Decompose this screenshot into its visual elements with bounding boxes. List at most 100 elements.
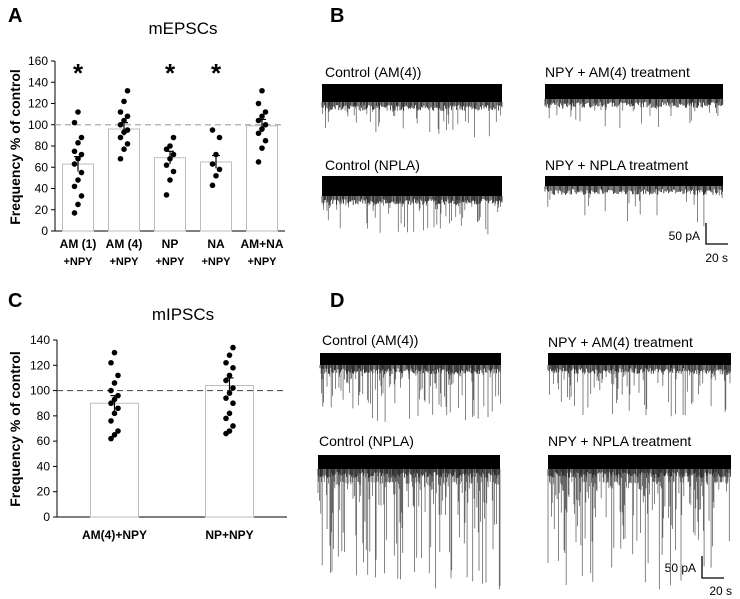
data-point	[262, 109, 269, 115]
y-tick-label: 160	[28, 54, 48, 68]
y-axis-label-mepscs: Frequency % of control	[7, 69, 23, 225]
data-point	[75, 201, 81, 208]
data-point	[71, 183, 78, 190]
data-point	[117, 155, 124, 162]
data-point	[117, 134, 124, 141]
trace-noise-band	[320, 353, 501, 365]
data-point	[255, 130, 262, 137]
bar	[90, 402, 139, 518]
data-point	[213, 172, 219, 179]
data-point	[167, 143, 173, 149]
bar	[205, 385, 254, 518]
data-point	[262, 121, 269, 128]
category-label: AM+NA	[240, 237, 283, 251]
y-tick-label: 100	[28, 118, 48, 132]
category-label-sub: +NPY	[155, 256, 185, 268]
data-point	[167, 177, 173, 183]
data-point	[117, 109, 124, 115]
data-point	[75, 140, 81, 146]
category-label: AM (1)	[60, 237, 97, 251]
category-label-sub: +NPY	[247, 256, 277, 268]
trace-noise-band	[545, 176, 723, 186]
data-point	[259, 113, 265, 120]
scale-bar-d-lines	[701, 556, 724, 579]
data-point	[115, 372, 121, 379]
data-point	[71, 161, 78, 167]
data-point	[78, 193, 85, 199]
scale-bar-b-lines	[705, 223, 728, 245]
category-label: AM (4)	[106, 237, 143, 251]
scale-bar-b: 50 pA 20 s	[669, 223, 728, 265]
trace-noise-band	[322, 176, 502, 196]
trace-label-b-npy-npla: NPY + NPLA treatment	[545, 157, 688, 173]
data-point	[121, 117, 127, 124]
data-point	[124, 127, 131, 133]
data-point	[226, 372, 233, 379]
category-label: NP+NPY	[205, 528, 253, 542]
y-tick-label: 40	[35, 182, 49, 196]
data-point	[230, 344, 236, 351]
scale-bar-d-time: 20 s	[709, 584, 732, 598]
trace-fringe	[547, 469, 731, 478]
data-point	[111, 432, 118, 438]
scale-bar-b-time: 20 s	[705, 251, 728, 265]
data-point	[117, 121, 124, 128]
data-point	[226, 410, 233, 417]
trace-label-d-npy-am4: NPY + AM(4) treatment	[548, 334, 693, 350]
y-tick-label: 20	[35, 203, 49, 217]
data-point	[71, 119, 78, 126]
chart-title-mepscs: mEPSCs	[149, 19, 218, 38]
category-label: NA	[207, 237, 225, 251]
y-tick-label: 80	[37, 409, 51, 423]
data-point	[124, 141, 131, 147]
trace-events	[547, 186, 723, 227]
trace-fringe	[321, 196, 503, 205]
data-point	[108, 400, 114, 407]
data-point	[216, 134, 223, 141]
data-point	[71, 148, 78, 155]
trace-events	[317, 469, 501, 590]
trace-fringe	[547, 365, 731, 374]
category-label-sub: +NPY	[109, 256, 139, 268]
category-label-sub: +NPY	[201, 256, 231, 268]
trace-label-b-control-npla: Control (NPLA)	[325, 157, 420, 173]
scale-bar-d-amp: 50 pA	[665, 561, 696, 575]
data-point	[209, 182, 216, 189]
trace-noise-band	[548, 455, 731, 469]
data-point	[108, 387, 114, 394]
data-point	[170, 151, 177, 158]
data-point	[226, 390, 233, 396]
trace-fringe	[544, 99, 723, 108]
trace-fringe	[321, 102, 503, 111]
data-point	[124, 87, 131, 94]
data-point	[170, 134, 177, 141]
data-point	[108, 359, 114, 366]
data-point	[78, 134, 85, 141]
data-point	[121, 98, 127, 105]
data-point	[226, 428, 233, 434]
y-tick-label: 120	[28, 97, 48, 111]
y-tick-label: 120	[30, 358, 50, 372]
data-point	[230, 385, 236, 391]
data-point	[75, 109, 81, 115]
y-tick-label: 20	[37, 485, 51, 499]
trace-label-b-npy-am4: NPY + AM(4) treatment	[545, 64, 690, 80]
data-point	[78, 151, 85, 158]
data-point	[163, 192, 170, 198]
bar	[154, 157, 186, 232]
trace-label-d-control-npla: Control (NPLA)	[319, 433, 414, 449]
data-point	[209, 127, 216, 133]
panel-label-a: A	[8, 5, 22, 27]
trace-fringe	[319, 365, 501, 374]
significance-star: *	[211, 58, 222, 88]
traces-panel-b: Control (AM(4)) NPY + AM(4) treatment Co…	[321, 64, 728, 265]
data-point	[121, 146, 127, 152]
y-tick-label: 60	[37, 434, 51, 448]
data-point	[223, 395, 229, 401]
trace-label-d-control-am4: Control (AM(4))	[322, 332, 418, 348]
trace-events	[322, 102, 502, 138]
trace-label-b-control-am4: Control (AM(4))	[325, 64, 421, 80]
y-tick-label: 140	[30, 333, 50, 347]
data-point	[115, 428, 121, 434]
